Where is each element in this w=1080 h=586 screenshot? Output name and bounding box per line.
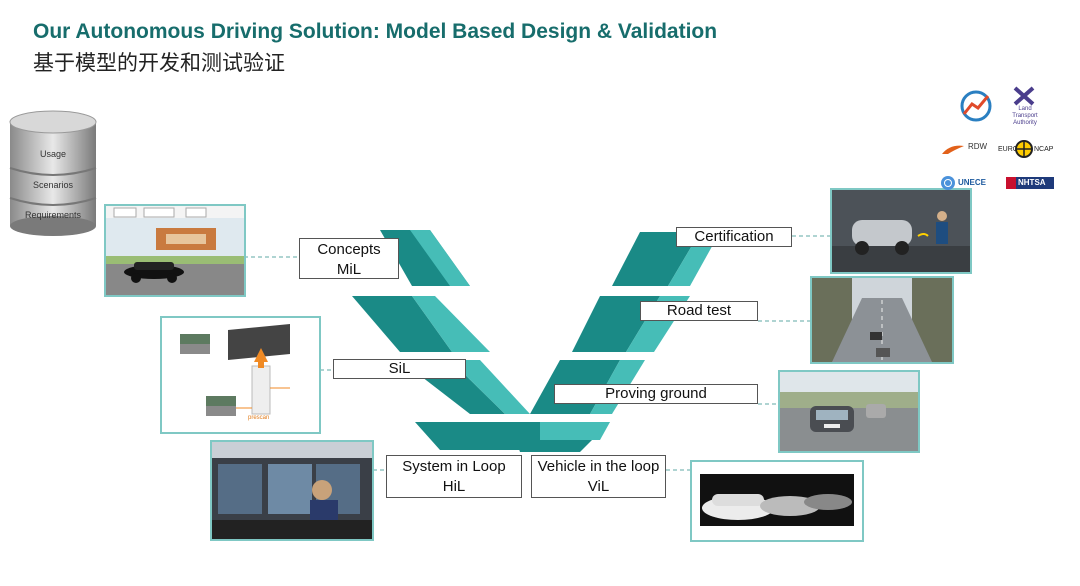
- rdw-logo-icon: [942, 145, 964, 154]
- v-left-arm: [352, 230, 540, 450]
- stage-sil: SiL: [333, 359, 466, 379]
- hil-simulator-image: [210, 440, 374, 541]
- prescan-label: prescan: [248, 415, 270, 421]
- stage-certification: Certification: [676, 227, 792, 247]
- v-right-arm: [510, 232, 720, 452]
- land-transport-text: Land Transport Authority: [1012, 106, 1038, 126]
- euro-ncap-right-label: NCAP: [1034, 146, 1054, 153]
- db-label-scenarios: Scenarios: [32, 180, 74, 190]
- db-label-requirements: Requirements: [24, 210, 82, 220]
- euro-ncap-left-label: EURO: [998, 146, 1019, 153]
- chart-logo-icon: [960, 90, 992, 122]
- vil-vehicles-image: [690, 460, 864, 542]
- euro-ncap-logo-icon: [1015, 140, 1033, 158]
- concepts-sim-image: [104, 204, 246, 297]
- stage-vil: Vehicle in the loop ViL: [531, 455, 666, 498]
- certification-test-image: [830, 188, 972, 274]
- stage-hil: System in Loop HiL: [386, 455, 522, 498]
- proving-ground-image: [778, 370, 920, 453]
- road-test-image: [810, 276, 954, 364]
- database-icon: [9, 110, 97, 236]
- land-transport-logo-icon: [1013, 86, 1035, 106]
- stage-road-test: Road test: [640, 301, 758, 321]
- rdw-label: RDW: [968, 142, 988, 151]
- page-subtitle: 基于模型的开发和测试验证: [33, 51, 285, 75]
- unece-label: UNECE: [958, 178, 987, 187]
- sil-setup-image: prescan: [160, 316, 321, 434]
- un-emblem-icon: [941, 176, 955, 190]
- stage-proving-ground: Proving ground: [554, 384, 758, 404]
- nhtsa-logo: NHTSA: [1006, 177, 1054, 189]
- db-label-usage: Usage: [39, 149, 66, 159]
- stage-concepts-mil: Concepts MiL: [299, 238, 399, 279]
- page-title: Our Autonomous Driving Solution: Model B…: [33, 20, 718, 43]
